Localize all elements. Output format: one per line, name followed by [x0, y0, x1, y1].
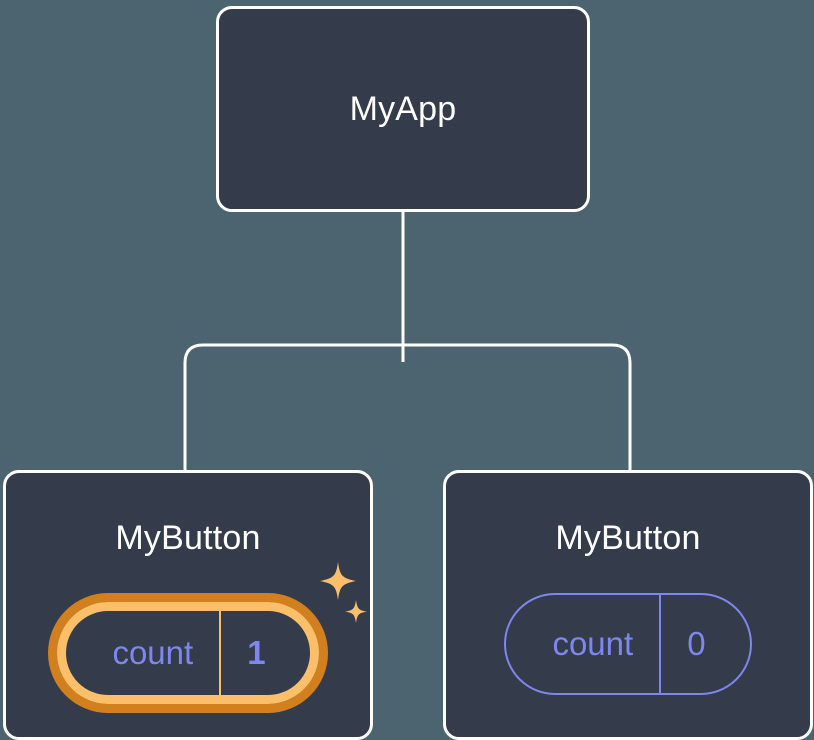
- state-label-right: count: [552, 625, 634, 662]
- node-card-child-left[interactable]: MyButton count 1: [3, 470, 373, 740]
- state-pill-divider-left: [219, 611, 222, 695]
- state-pill-right[interactable]: count 0: [504, 593, 752, 695]
- state-pill-wrapper-left: count 1: [6, 593, 370, 713]
- state-value-right: 0: [687, 625, 706, 662]
- connector-branch-bus: [183, 343, 632, 470]
- state-pill-left[interactable]: count 1: [57, 602, 319, 704]
- state-label-left: count: [112, 634, 194, 671]
- node-card-child-right[interactable]: MyButton count 0: [443, 470, 813, 740]
- node-title-child-left: MyButton: [115, 519, 261, 557]
- state-pill-divider-right: [659, 595, 662, 693]
- node-title-root: MyApp: [349, 90, 457, 128]
- state-pill-wrapper-right: count 0: [446, 593, 810, 695]
- node-title-child-right: MyButton: [555, 519, 701, 557]
- state-value-left: 1: [247, 634, 266, 671]
- node-card-root[interactable]: MyApp: [216, 6, 590, 212]
